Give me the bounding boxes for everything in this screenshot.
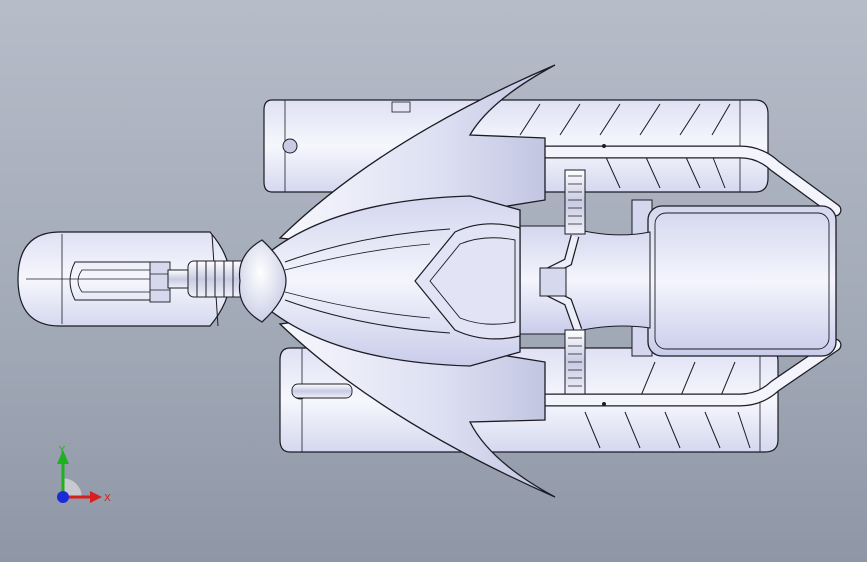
frame-tubes	[533, 144, 842, 407]
seat	[631, 199, 837, 357]
hull-body	[238, 195, 521, 367]
orientation-triad[interactable]: Y X	[40, 438, 120, 518]
x-axis-label: X	[104, 493, 111, 504]
rear-float	[17, 231, 240, 327]
y-axis-head	[57, 450, 69, 464]
y-axis-label: Y	[58, 445, 66, 456]
x-axis-head	[90, 491, 102, 503]
z-axis-dot	[57, 491, 69, 503]
